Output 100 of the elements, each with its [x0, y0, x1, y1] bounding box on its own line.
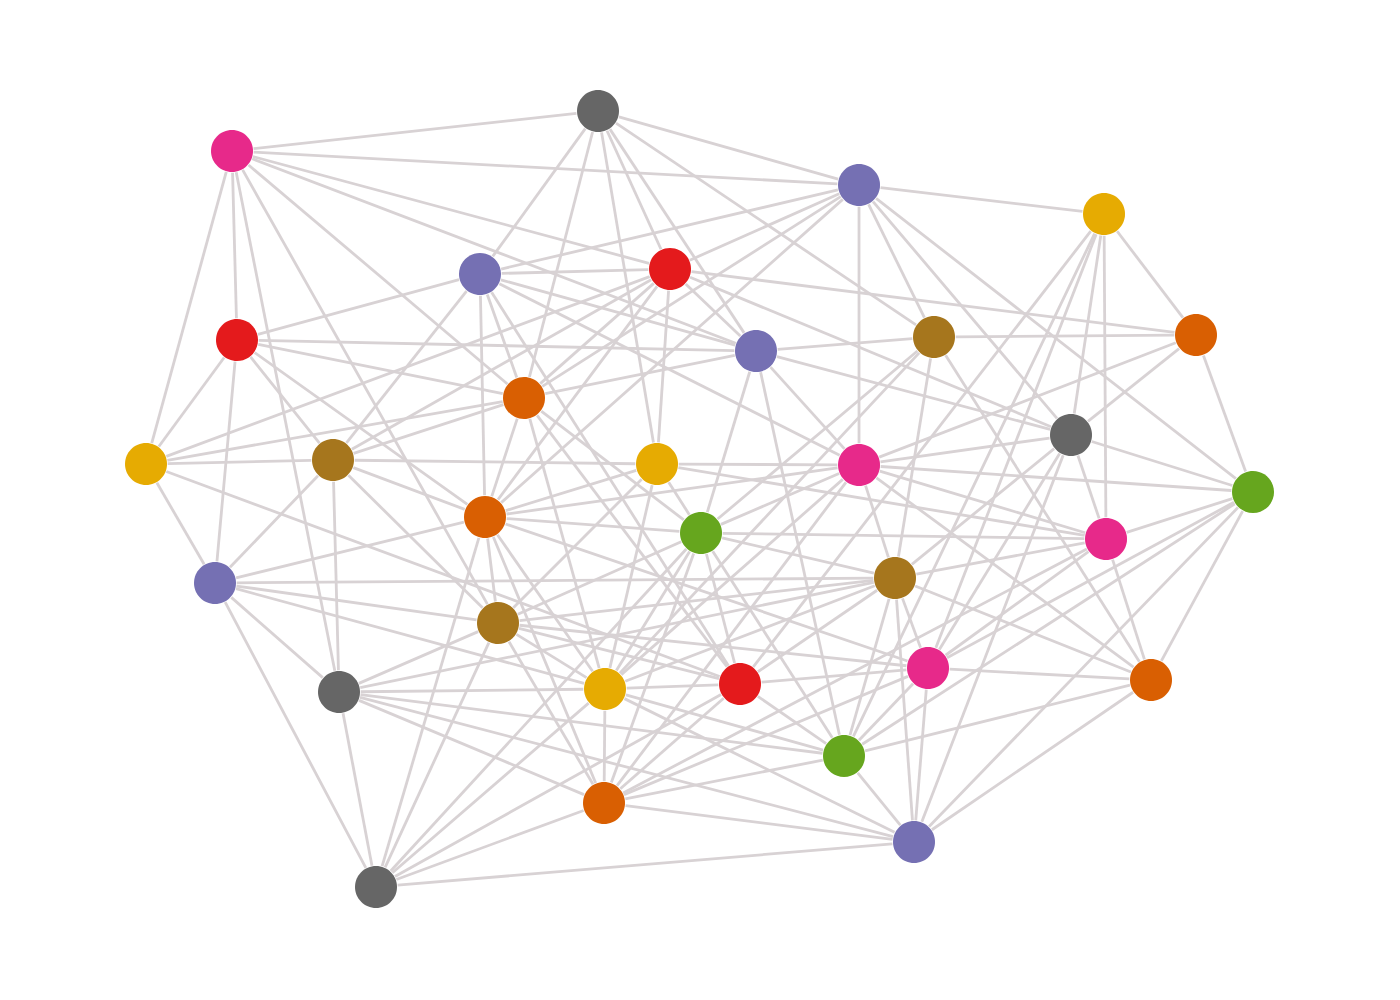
network-edge	[858, 682, 915, 742]
network-edge	[667, 481, 691, 516]
network-edge	[341, 713, 374, 866]
network-edge	[624, 584, 876, 683]
network-edge	[486, 538, 497, 602]
network-node	[913, 316, 955, 358]
network-node	[477, 602, 519, 644]
network-edge	[479, 295, 486, 496]
network-edge	[545, 353, 735, 396]
network-edge	[720, 472, 840, 526]
network-edge	[625, 804, 893, 841]
network-node	[735, 330, 777, 372]
network-edge	[1076, 455, 1101, 519]
network-edge	[167, 400, 503, 462]
network-edge	[878, 341, 1177, 459]
network-edge	[705, 371, 752, 513]
network-edge	[345, 290, 468, 444]
network-edge	[864, 485, 890, 558]
network-node	[838, 444, 880, 486]
network-edge	[253, 111, 577, 151]
network-edge	[916, 541, 1085, 576]
network-edge	[519, 579, 874, 622]
network-edge	[506, 466, 838, 516]
network-node	[907, 647, 949, 689]
network-edge	[1111, 559, 1146, 660]
network-edge	[236, 584, 477, 622]
network-edge	[618, 115, 839, 181]
network-edge	[223, 601, 368, 869]
network-edge	[234, 172, 337, 671]
network-edge	[689, 192, 840, 262]
network-edge	[230, 596, 324, 679]
network-edge	[353, 403, 504, 455]
network-node	[355, 866, 397, 908]
network-edge	[955, 333, 1175, 339]
network-edge	[354, 458, 636, 466]
network-edge	[1160, 510, 1244, 662]
network-node	[649, 248, 691, 290]
network-edge	[518, 626, 720, 681]
network-edge	[155, 482, 206, 565]
network-node	[464, 496, 506, 538]
network-node	[719, 663, 761, 705]
network-node	[874, 557, 916, 599]
network-edge	[615, 121, 917, 327]
network-edge	[1126, 497, 1233, 534]
network-node	[216, 319, 258, 361]
network-edge	[678, 466, 1085, 537]
network-edge	[235, 587, 585, 685]
network-edge	[397, 842, 893, 887]
network-edge	[605, 130, 663, 250]
network-node	[503, 377, 545, 419]
network-edge	[492, 536, 597, 784]
network-edge	[359, 696, 894, 838]
network-node	[318, 671, 360, 713]
network-node	[838, 164, 880, 206]
network-edge	[757, 589, 878, 673]
network-edge	[358, 699, 585, 796]
network-edge	[490, 418, 519, 497]
network-edge	[389, 548, 688, 872]
network-edge	[507, 641, 595, 785]
network-node	[211, 130, 253, 172]
network-edge	[880, 465, 1232, 492]
network-edge	[541, 195, 842, 388]
network-edge	[380, 537, 481, 867]
network-node	[1130, 659, 1172, 701]
network-edge	[879, 469, 1086, 535]
network-edge	[705, 553, 736, 664]
network-edge	[689, 276, 1052, 428]
network-edge	[1087, 347, 1180, 423]
network-edge	[512, 478, 643, 609]
network-node	[583, 782, 625, 824]
network-edge	[722, 531, 1085, 541]
network-node	[1175, 314, 1217, 356]
network-edge	[351, 278, 652, 451]
network-edge	[332, 481, 340, 671]
network-edge	[165, 470, 721, 678]
network-edge	[657, 290, 670, 443]
network-node	[636, 443, 678, 485]
network-edge	[501, 268, 649, 275]
network-edge	[347, 474, 484, 609]
network-edge	[540, 410, 685, 521]
network-node	[125, 443, 167, 485]
network-edge	[897, 358, 932, 557]
network-edge	[394, 693, 722, 878]
network-edge	[895, 599, 914, 821]
network-edge	[395, 809, 585, 881]
network-edge	[625, 758, 823, 801]
network-edge	[505, 469, 637, 512]
network-edge	[506, 517, 680, 533]
network-edge	[759, 371, 841, 736]
network-edge	[249, 356, 321, 444]
network-edge	[871, 200, 1059, 420]
network-edge	[622, 547, 1088, 795]
network-edge	[910, 447, 1056, 566]
network-node	[194, 562, 236, 604]
network-edge	[500, 188, 839, 271]
network-edge	[620, 478, 844, 676]
network-edge	[608, 484, 654, 669]
network-edge	[515, 633, 588, 679]
network-edge	[528, 131, 594, 378]
network-edge	[752, 230, 1092, 668]
